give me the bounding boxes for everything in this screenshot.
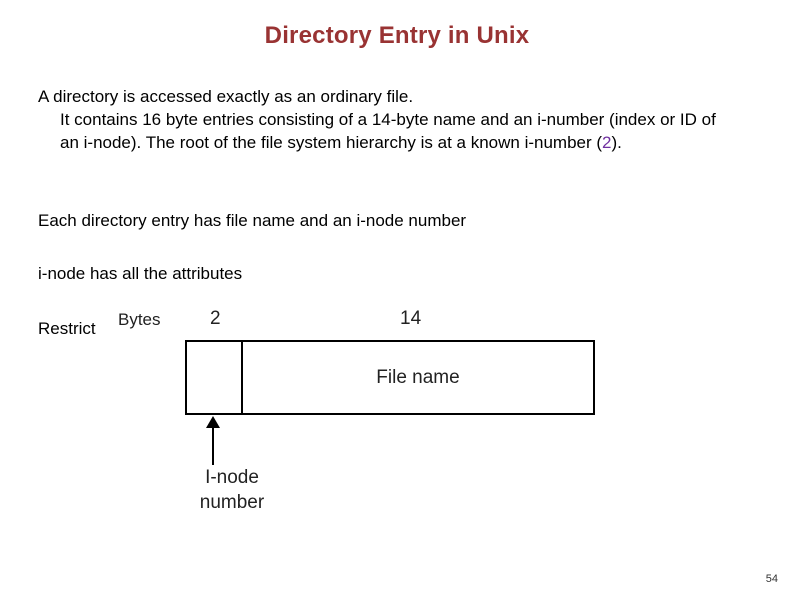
- inode-number-caption: I-node number: [172, 465, 292, 515]
- arrow-shaft: [212, 420, 214, 465]
- entry-box: [185, 340, 595, 415]
- bullet-directory-entry: Each directory entry has file name and a…: [38, 211, 467, 230]
- inode-number-accent: 2: [602, 133, 612, 152]
- directory-entry-diagram: Bytes 2 14 File name I-node number: [110, 300, 630, 540]
- inode-caption-line-2: number: [199, 492, 265, 513]
- page-title: Directory Entry in Unix: [264, 22, 530, 49]
- intro-line-2-part-b: ).: [611, 133, 622, 152]
- bullet-inode-attributes: i-node has all the attributes: [38, 264, 243, 283]
- inode-field-size-label: 2: [210, 308, 221, 329]
- page-number: 54: [765, 573, 778, 585]
- name-field-size-label: 14: [400, 308, 422, 329]
- file-name-field-label: File name: [376, 366, 460, 388]
- intro-paragraph: A directory is accessed exactly as an or…: [38, 85, 738, 154]
- intro-line-2: It contains 16 byte entries consisting o…: [38, 108, 738, 154]
- inode-caption-line-1: I-node: [205, 467, 259, 488]
- intro-line-2-part-a: It contains 16 byte entries consisting o…: [60, 110, 716, 152]
- entry-box-divider: [241, 340, 243, 415]
- bytes-label: Bytes: [118, 310, 161, 329]
- bullet-restrict: Restrict: [38, 319, 96, 338]
- intro-line-1: A directory is accessed exactly as an or…: [38, 87, 414, 106]
